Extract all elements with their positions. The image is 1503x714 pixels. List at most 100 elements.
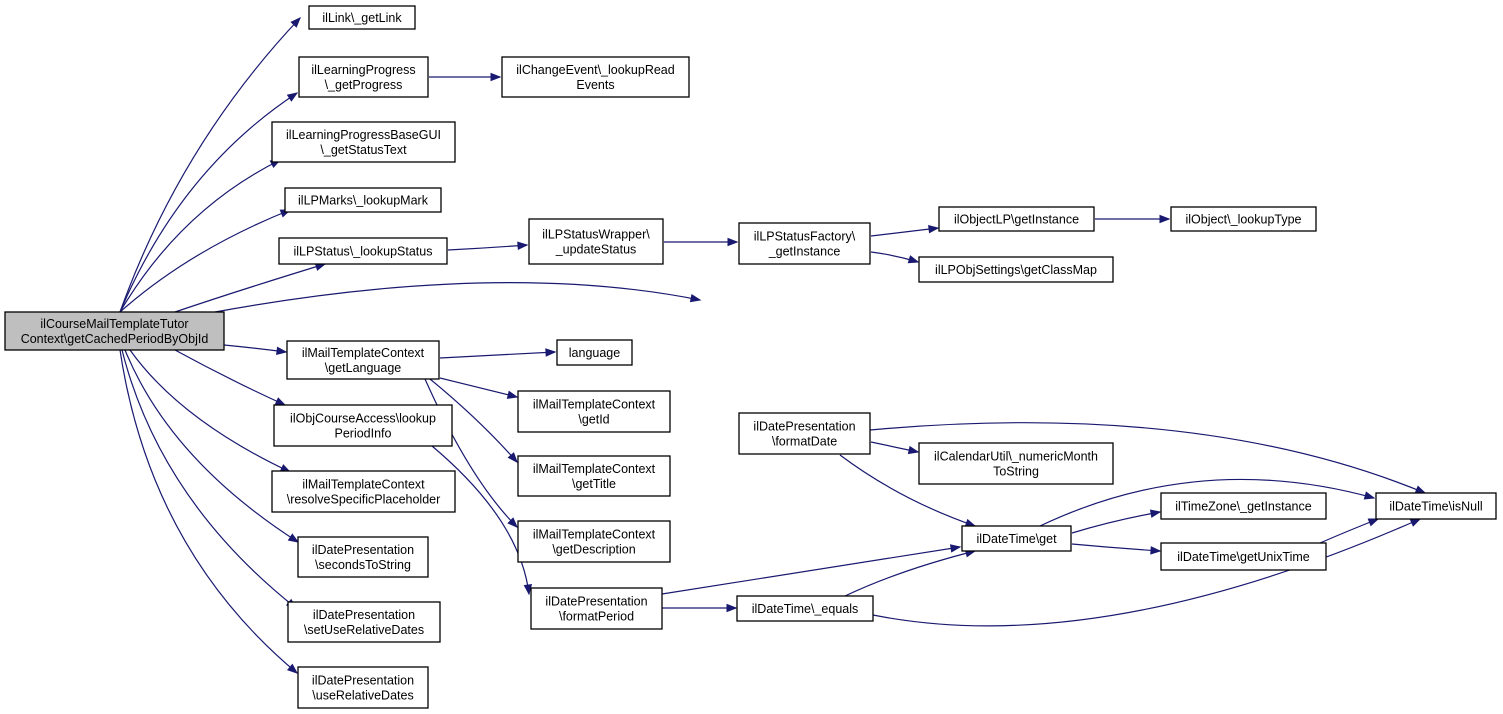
node-getProgress[interactable]: ilLearningProgress\_getProgress — [298, 56, 429, 98]
node-box — [1160, 492, 1327, 520]
node-box — [918, 442, 1114, 485]
edge-root-to-formatDate — [214, 282, 702, 313]
node-label: ilDatePresentation — [312, 543, 414, 557]
node-box — [501, 56, 690, 98]
node-label: ilLPObjSettings\getClassMap — [935, 263, 1097, 277]
node-olpGetInstance[interactable]: ilObjectLP\getInstance — [938, 206, 1095, 232]
node-label: Context\getCachedPeriodByObjId — [21, 332, 209, 346]
node-label: ilLearningProgress — [311, 63, 415, 77]
node-box — [278, 237, 448, 265]
node-getLanguage[interactable]: ilMailTemplateContext\getLanguage — [286, 340, 440, 380]
node-label: ilDatePresentation — [313, 608, 415, 622]
node-dtGet[interactable]: ilDateTime\get — [961, 525, 1072, 552]
edge-sfGetInstance-to-olpGetInstance — [870, 224, 940, 237]
node-formatPeriod[interactable]: ilDatePresentation\formatPeriod — [530, 587, 663, 630]
edge-getLanguage-to-getDescription — [424, 378, 518, 528]
edge-arrowhead — [726, 603, 738, 613]
edge-line — [661, 546, 961, 595]
node-box — [297, 536, 429, 578]
node-isNull[interactable]: ilDateTime\isNull — [1375, 492, 1497, 520]
node-getDescription[interactable]: ilMailTemplateContext\getDescription — [517, 520, 671, 563]
node-label: ilMailTemplateContext — [302, 346, 425, 360]
node-getClassMap[interactable]: ilLPObjSettings\getClassMap — [918, 256, 1114, 283]
edge-getLanguage-to-getId — [439, 377, 519, 399]
node-box — [556, 339, 633, 366]
node-useRelativeDates[interactable]: ilDatePresentation\useRelativeDates — [297, 666, 429, 709]
node-box — [517, 520, 671, 563]
node-label: language — [569, 346, 620, 360]
node-lookupType[interactable]: ilObject\_lookupType — [1170, 206, 1317, 232]
edge-root-to-secondsToString — [124, 349, 300, 543]
node-getUnixTime[interactable]: ilDateTime\getUnixTime — [1160, 542, 1327, 571]
node-setUseRelativeDates[interactable]: ilDatePresentation\setUseRelativeDates — [287, 601, 441, 643]
edge-arrowhead — [286, 663, 299, 674]
node-box — [528, 218, 664, 265]
node-getId[interactable]: ilMailTemplateContext\getId — [517, 390, 671, 433]
node-label: \_getProgress — [325, 78, 403, 92]
node-label: ilDateTime\get — [976, 532, 1057, 546]
node-getTitle[interactable]: ilMailTemplateContext\getTitle — [517, 455, 671, 497]
node-box — [4, 311, 225, 351]
edge-line — [124, 349, 299, 543]
node-label: ilDatePresentation — [545, 595, 647, 609]
edge-line — [119, 159, 281, 313]
edge-line — [429, 378, 518, 463]
node-label: \getDescription — [552, 543, 635, 557]
edge-formatPeriod-to-equals — [661, 603, 738, 613]
edge-arrowhead — [274, 397, 287, 406]
node-label: ilCalendarUtil\_numericMonth — [934, 450, 1098, 464]
node-label: \getId — [578, 413, 609, 427]
node-lookupMark[interactable]: ilLPMarks\_lookupMark — [284, 187, 442, 213]
node-label: ilMailTemplateContext — [533, 528, 656, 542]
node-label: ilMailTemplateContext — [533, 462, 656, 476]
node-label: ilLPMarks\_lookupMark — [298, 194, 429, 208]
edge-arrowhead — [523, 584, 533, 596]
node-updateStatus[interactable]: ilLPStatusWrapper\_updateStatus — [528, 218, 664, 265]
node-label: ilCourseMailTemplateTutor — [40, 317, 188, 331]
node-label: ilLPStatusWrapper\ — [542, 228, 650, 242]
edge-dtGet-to-getUnixTime — [1071, 543, 1162, 555]
nodes-layer: ilCourseMailTemplateTutorContext\getCach… — [4, 5, 1497, 709]
edge-arrowhead — [490, 72, 502, 82]
edge-root-to-lookupPeriodInfo — [174, 349, 287, 406]
edge-dtGet-to-tzGetInstance — [1071, 509, 1162, 534]
edge-formatDate-to-numericMonth — [870, 441, 920, 455]
node-equals[interactable]: ilDateTime\_equals — [736, 595, 874, 622]
edge-arrowhead — [907, 445, 920, 455]
node-box — [938, 206, 1095, 232]
node-sfGetInstance[interactable]: ilLPStatusFactory\_getInstance — [738, 222, 871, 265]
edge-lookupPeriodInfo-to-formatPeriod — [431, 445, 533, 596]
edge-olpGetInstance-to-lookupType — [1094, 214, 1171, 224]
node-secondsToString[interactable]: ilDatePresentation\secondsToString — [297, 536, 429, 578]
edge-getUnixTime-to-isNull — [1319, 518, 1380, 544]
node-label: Events — [576, 78, 614, 92]
edge-line — [431, 445, 530, 595]
node-lookupStatus[interactable]: ilLPStatus\_lookupStatus — [278, 237, 448, 265]
node-label: ilLink\_getLink — [322, 11, 402, 25]
edge-line — [447, 244, 528, 251]
edge-arrowhead — [507, 452, 518, 464]
edge-root-to-getStatusText — [119, 159, 282, 313]
node-box — [517, 455, 671, 497]
node-language[interactable]: language — [556, 339, 633, 366]
node-box — [286, 340, 440, 380]
node-label: ilDateTime\_equals — [752, 602, 859, 616]
node-getLink[interactable]: ilLink\_getLink — [308, 5, 416, 30]
node-box — [297, 666, 429, 709]
node-formatDate[interactable]: ilDatePresentation\formatDate — [738, 412, 871, 455]
node-getStatusText[interactable]: ilLearningProgressBaseGUI\_getStatusText — [271, 121, 456, 163]
edge-line — [872, 518, 1421, 627]
node-label: \getTitle — [572, 477, 616, 491]
edge-line — [1039, 478, 1375, 527]
edge-arrowhead — [290, 16, 301, 28]
node-root[interactable]: ilCourseMailTemplateTutorContext\getCach… — [4, 311, 225, 351]
node-resolvePlaceholder[interactable]: ilMailTemplateContext\resolveSpecificPla… — [271, 470, 456, 513]
edge-arrowhead — [1159, 214, 1171, 224]
edge-line — [119, 209, 291, 313]
node-tzGetInstance[interactable]: ilTimeZone\_getInstance — [1160, 492, 1327, 520]
node-box — [530, 587, 663, 630]
